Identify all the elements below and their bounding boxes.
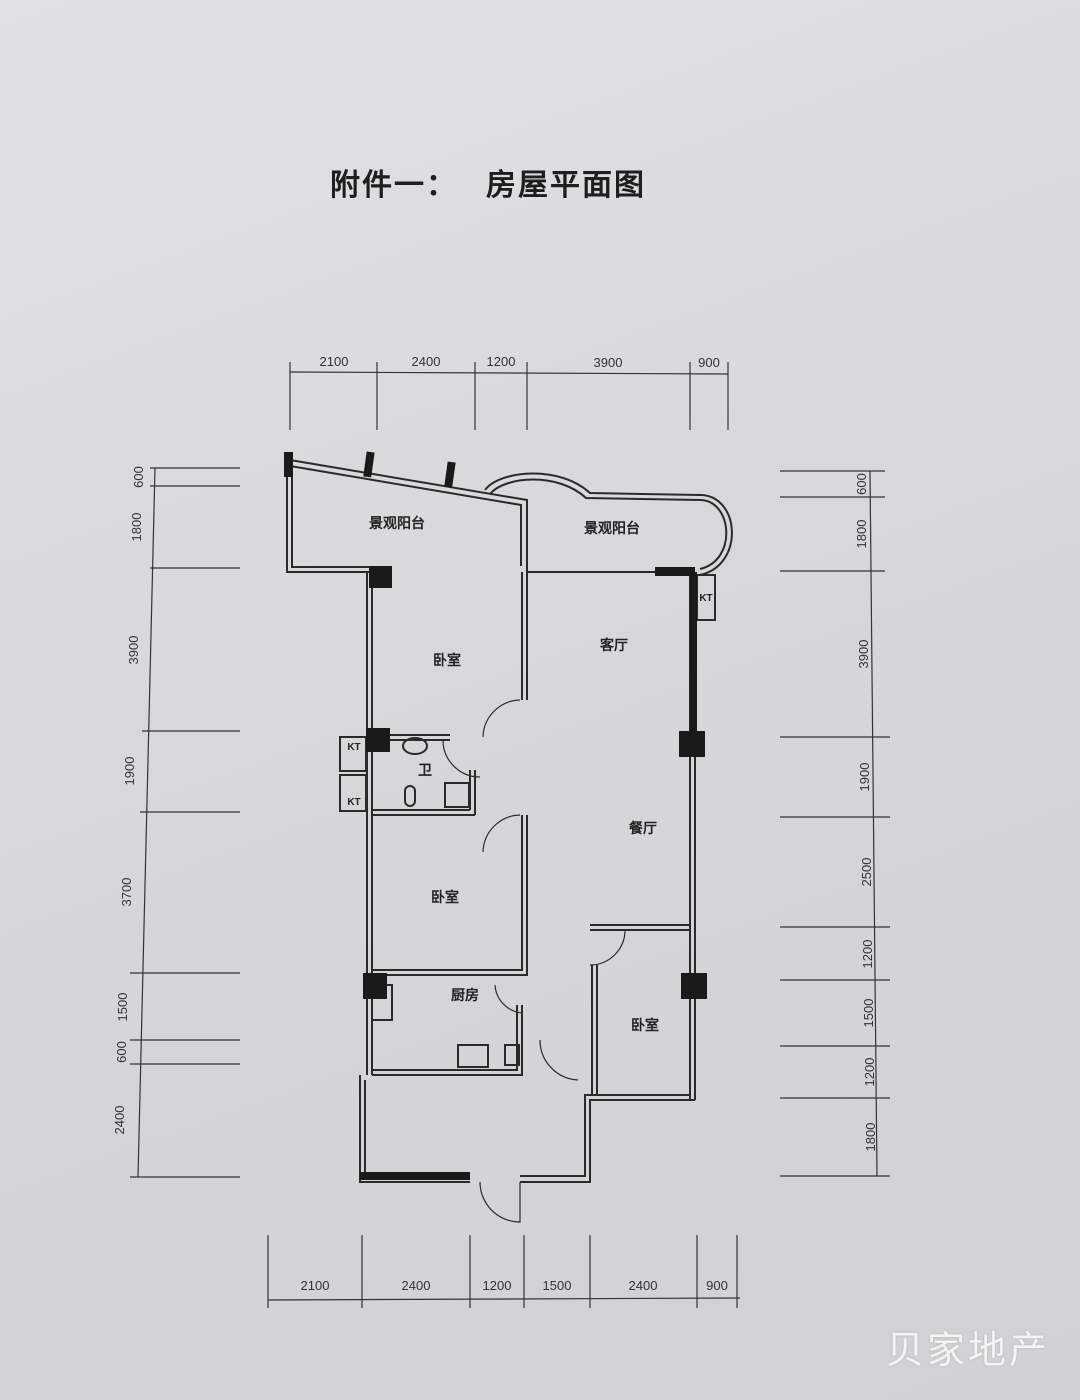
dim-top-1: 2100 xyxy=(320,354,349,369)
dim-top-3: 1200 xyxy=(487,354,516,369)
dim-left-6: 1500 xyxy=(115,993,130,1022)
dim-bottom-5: 2400 xyxy=(629,1278,658,1293)
room-bedroom-south: 卧室 xyxy=(631,1017,659,1034)
dim-bottom-2: 2400 xyxy=(402,1278,431,1293)
ac-labels: KT KT KT xyxy=(347,593,712,808)
watermark-logo: 贝家地产 xyxy=(885,1328,1050,1372)
dim-left-4: 1900 xyxy=(122,757,137,786)
ac-unit-label-1: KT xyxy=(699,593,712,604)
dim-right-8: 1200 xyxy=(862,1058,877,1087)
dim-bottom-6: 900 xyxy=(706,1278,728,1293)
dim-left-3: 3900 xyxy=(126,636,141,665)
dim-left-8: 2400 xyxy=(112,1106,127,1135)
title-prefix: 附件一： xyxy=(330,168,458,203)
title-text: 房屋平面图 xyxy=(486,168,646,203)
room-bedroom-north: 卧室 xyxy=(433,652,461,669)
room-living: 客厅 xyxy=(599,637,628,654)
dimension-labels-top: 2100 2400 1200 3900 900 xyxy=(320,354,720,370)
room-bedroom-middle: 卧室 xyxy=(431,889,459,906)
dim-left-1: 600 xyxy=(131,466,146,488)
room-kitchen: 厨房 xyxy=(451,987,479,1004)
ac-unit-label-2: KT xyxy=(347,742,360,753)
dim-right-2: 1800 xyxy=(854,520,869,549)
page-title: 附件一： 房屋平面图 xyxy=(330,160,646,204)
room-labels: 景观阳台 景观阳台 卧室 客厅 卫 餐厅 卧室 厨房 卧室 xyxy=(369,515,659,1034)
dim-right-4: 1900 xyxy=(857,763,872,792)
dim-left-5: 3700 xyxy=(119,878,134,907)
dimension-lines xyxy=(130,362,890,1308)
dim-top-4: 3900 xyxy=(594,355,623,370)
dim-bottom-4: 1500 xyxy=(543,1278,572,1293)
dimension-labels-left: 600 1800 3900 1900 3700 1500 600 2400 xyxy=(112,466,146,1134)
dim-right-7: 1500 xyxy=(861,999,876,1028)
dim-right-9: 1800 xyxy=(863,1123,878,1152)
dimension-labels-bottom: 2100 2400 1200 1500 2400 900 xyxy=(301,1278,728,1293)
dim-right-1: 600 xyxy=(854,473,869,495)
dim-right-5: 2500 xyxy=(859,858,874,887)
dim-bottom-3: 1200 xyxy=(483,1278,512,1293)
room-bathroom: 卫 xyxy=(418,763,432,779)
dimension-labels-right: 600 1800 3900 1900 2500 1200 1500 1200 1… xyxy=(854,473,878,1151)
room-balcony-right: 景观阳台 xyxy=(584,520,640,537)
room-balcony-left: 景观阳台 xyxy=(369,515,425,532)
dim-right-3: 3900 xyxy=(856,640,871,669)
structural-columns xyxy=(284,451,707,1180)
room-dining: 餐厅 xyxy=(628,820,657,837)
dim-left-2: 1800 xyxy=(129,513,144,542)
dim-bottom-1: 2100 xyxy=(301,1278,330,1293)
dim-top-2: 2400 xyxy=(412,354,441,369)
dim-right-6: 1200 xyxy=(860,940,875,969)
ac-unit-label-3: KT xyxy=(347,797,360,808)
dim-left-7: 600 xyxy=(114,1041,129,1063)
dim-top-5: 900 xyxy=(698,355,720,370)
